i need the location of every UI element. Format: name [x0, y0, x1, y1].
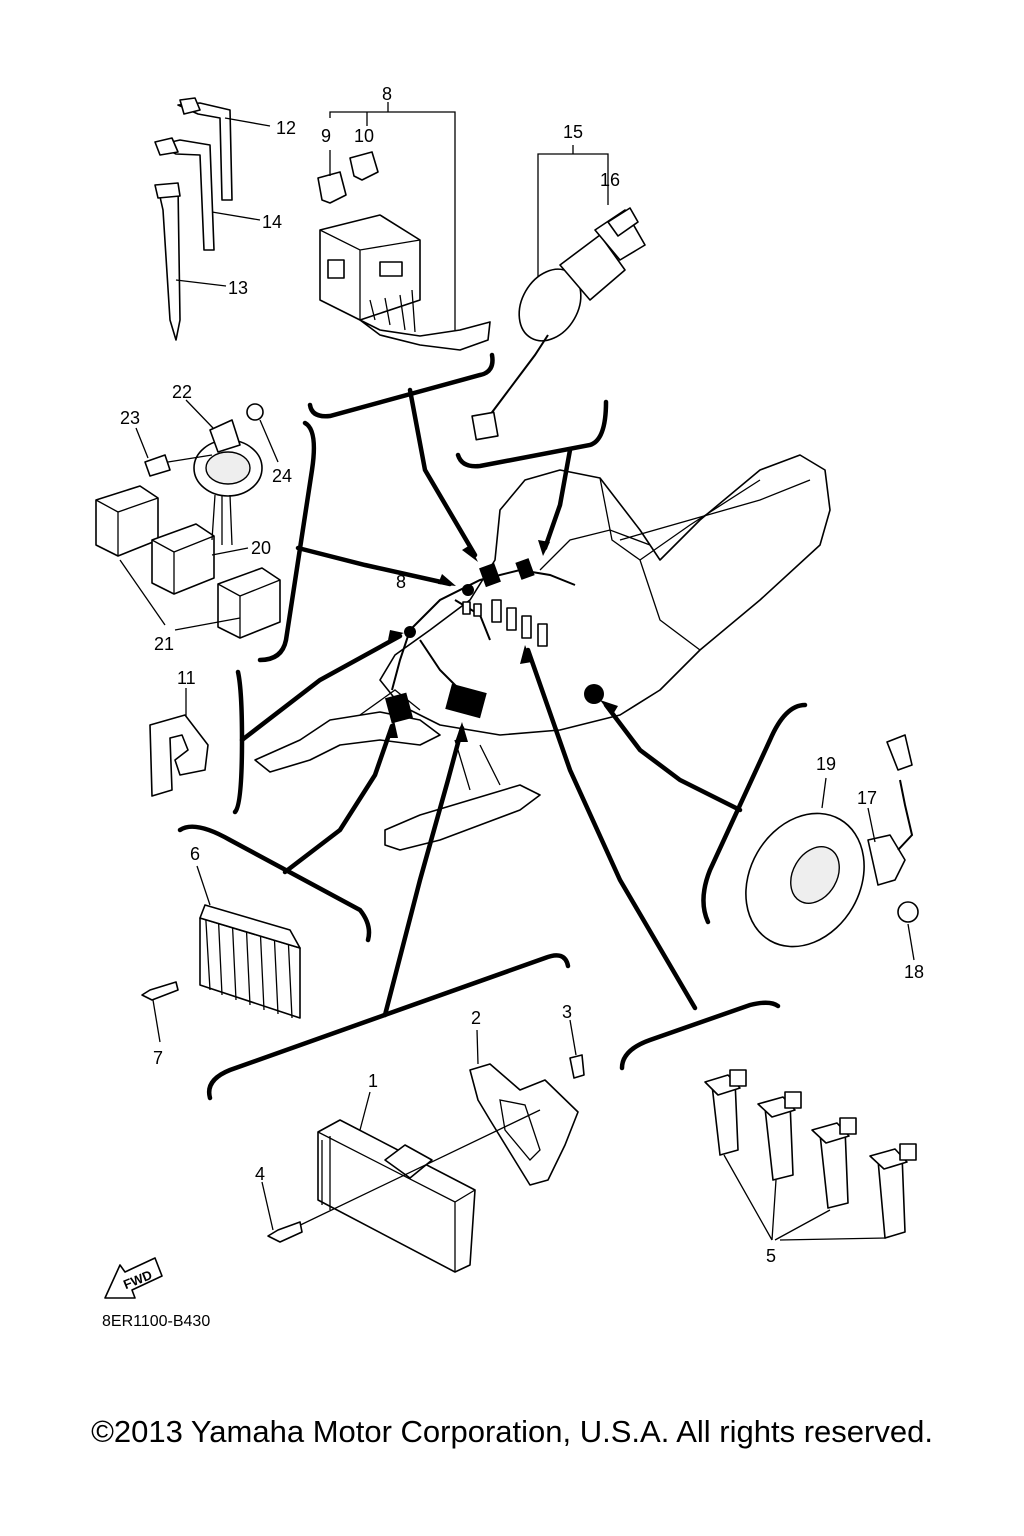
callout-24: 24	[272, 466, 292, 486]
diagram-code: 8ER1100-B430	[102, 1313, 210, 1330]
callout-14: 14	[262, 212, 282, 232]
sensor-rotor	[745, 734, 919, 961]
arrow-heads	[386, 540, 618, 742]
callout-21: 21	[154, 634, 174, 654]
ignition-coils	[704, 1069, 917, 1241]
callout-12: 12	[276, 118, 296, 138]
cable-ties	[154, 97, 233, 341]
ecu	[317, 1091, 476, 1273]
callout-8-chassis: 8	[396, 572, 406, 592]
callout-1: 1	[368, 1071, 378, 1091]
copyright-notice: ©2013 Yamaha Motor Corporation, U.S.A. A…	[91, 1414, 933, 1449]
leader-lines	[177, 352, 808, 1101]
fwd-arrow: FWD	[104, 1257, 163, 1299]
callout-22: 22	[172, 382, 192, 402]
callout-11: 11	[177, 668, 196, 688]
callout-18: 18	[904, 962, 924, 982]
callout-5: 5	[766, 1246, 776, 1266]
callout-16: 16	[600, 170, 620, 190]
callout-13: 13	[228, 278, 248, 298]
callout-15: 15	[563, 122, 583, 142]
snowmobile-chassis	[254, 454, 831, 851]
callout-9: 9	[321, 126, 331, 146]
callout-8: 8	[382, 84, 392, 104]
fuse-box	[317, 102, 491, 351]
callout-7: 7	[153, 1048, 163, 1068]
wire-harness	[385, 529, 651, 724]
sensor-group	[95, 399, 281, 639]
callout-20: 20	[251, 538, 271, 558]
callout-19: 19	[816, 754, 836, 774]
callout-6: 6	[190, 844, 200, 864]
callout-4: 4	[255, 1164, 265, 1184]
callout-23: 23	[120, 408, 140, 428]
callout-3: 3	[562, 1002, 572, 1022]
bracket-11	[149, 688, 209, 797]
tie-leaders	[175, 117, 271, 287]
callouts: 1 2 3 4 5 6 7 8 8 9 10 11 12 13 14 15 16…	[120, 84, 924, 1266]
callout-2: 2	[471, 1008, 481, 1028]
regulator	[141, 865, 301, 1043]
ignition-switch	[471, 145, 646, 441]
callout-10: 10	[354, 126, 374, 146]
ecu-bracket	[261, 1019, 585, 1243]
callout-17: 17	[857, 788, 877, 808]
